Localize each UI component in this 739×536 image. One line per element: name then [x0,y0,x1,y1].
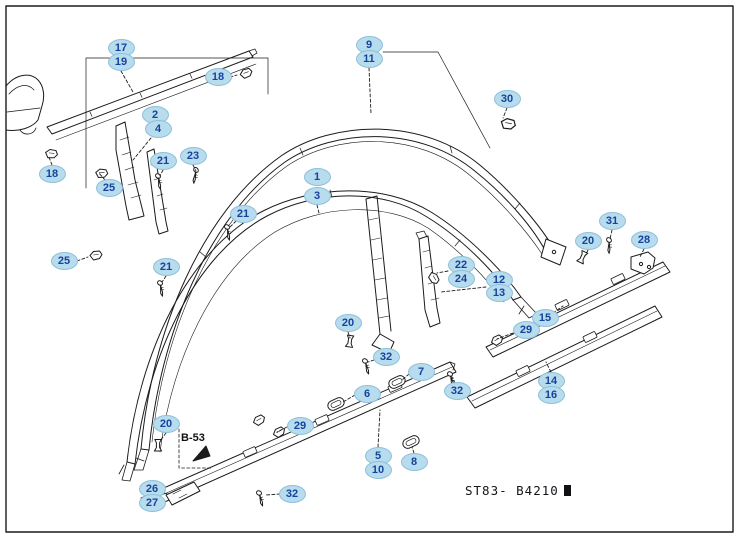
callout-13[interactable]: 13 [485,284,513,302]
pillar-garnish-front [115,121,145,221]
callout-21[interactable]: 21 [229,205,257,223]
sheet-code: ST83- B4210 [465,483,571,498]
code-end-block [563,485,571,496]
sill-end-piece [165,481,201,506]
callout-23[interactable]: 23 [179,147,207,165]
callout-17[interactable]: 17 [107,39,135,57]
callout-22[interactable]: 22 [447,256,475,274]
callout-27[interactable]: 27 [138,494,166,512]
callout-21[interactable]: 21 [149,152,177,170]
callout-30[interactable]: 30 [493,90,521,108]
callout-15[interactable]: 15 [531,309,559,327]
ref-label-b53[interactable]: B-53 [181,432,205,444]
callout-28[interactable]: 28 [630,231,658,249]
callout-29[interactable]: 29 [512,321,540,339]
callout-32[interactable]: 32 [278,485,306,503]
callout-32[interactable]: 32 [372,348,400,366]
construction-lines [85,51,491,189]
callout-4[interactable]: 4 [144,120,172,138]
callout-21[interactable]: 21 [152,258,180,276]
callout-18[interactable]: 18 [38,165,66,183]
callout-6[interactable]: 6 [353,385,381,403]
outer-arch-rail [133,128,567,471]
hatch-marks [199,145,521,258]
callout-14[interactable]: 14 [537,372,565,390]
callout-3[interactable]: 3 [303,187,331,205]
callout-10[interactable]: 10 [364,461,392,479]
frame-border [5,5,734,533]
callout-19[interactable]: 19 [107,53,135,71]
end-bracket [630,251,656,275]
callout-20[interactable]: 20 [574,232,602,250]
callout-31[interactable]: 31 [598,212,626,230]
sheet-code-text: ST83- B4210 [465,483,559,498]
callout-8[interactable]: 8 [400,453,428,471]
callout-24[interactable]: 24 [447,270,475,288]
rear-pillar-garnish [415,230,441,328]
callout-16[interactable]: 16 [537,386,565,404]
callout-11[interactable]: 11 [355,50,383,68]
ref-arrow-icon [192,445,211,462]
callout-20[interactable]: 20 [152,415,180,433]
car-thumbnail-icon [5,74,45,135]
callout-7[interactable]: 7 [407,363,435,381]
callout-29[interactable]: 29 [286,417,314,435]
callout-25[interactable]: 25 [50,252,78,270]
callout-20[interactable]: 20 [334,314,362,332]
callout-18[interactable]: 18 [204,68,232,86]
callout-32[interactable]: 32 [443,382,471,400]
callout-25[interactable]: 25 [95,179,123,197]
ref-b53-marker [178,428,213,469]
leader-lines [48,67,645,496]
callout-1[interactable]: 1 [303,168,331,186]
